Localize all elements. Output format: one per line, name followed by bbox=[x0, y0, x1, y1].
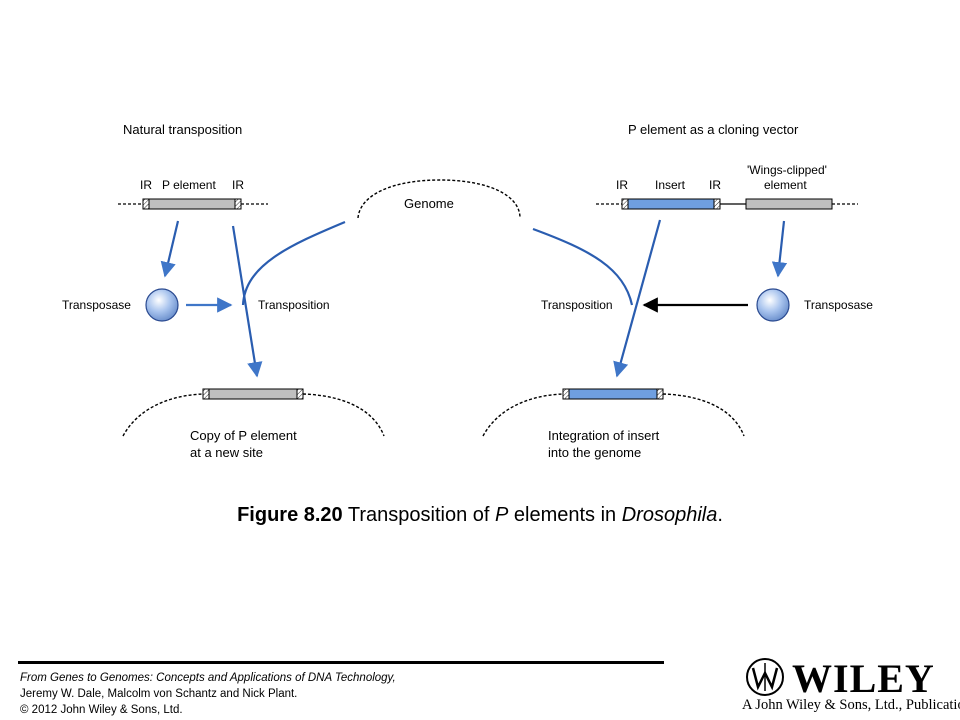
wiley-logo: WILEY A John Wiley & Sons, Ltd., Publica… bbox=[742, 655, 960, 717]
right-panel-title: P element as a cloning vector bbox=[628, 122, 799, 137]
right-result-line2: into the genome bbox=[548, 445, 641, 460]
caption-text-before: Transposition of bbox=[342, 504, 495, 526]
right-insert-label: Insert bbox=[655, 178, 686, 192]
integrated-insert bbox=[562, 388, 664, 400]
caption-text-middle: elements in bbox=[508, 504, 622, 526]
left-transposase-sphere bbox=[145, 288, 179, 322]
footer-rule bbox=[18, 661, 664, 664]
genome-label: Genome bbox=[404, 196, 454, 211]
right-transposase-label: Transposase bbox=[804, 298, 873, 312]
figure-number: Figure 8.20 bbox=[237, 504, 343, 526]
credits-line2: Jeremy W. Dale, Malcolm von Schantz and … bbox=[20, 688, 298, 700]
genome-arc bbox=[357, 179, 521, 219]
left-result-line2: at a new site bbox=[190, 445, 263, 460]
genome-right-branch bbox=[532, 227, 634, 306]
right-result-line1: Integration of insert bbox=[548, 428, 660, 443]
left-element-label: P element bbox=[162, 178, 216, 192]
left-ir-left-label: IR bbox=[140, 178, 152, 192]
credits-line1: From Genes to Genomes: Concepts and Appl… bbox=[20, 672, 396, 684]
caption-italic-organism: Drosophila bbox=[621, 504, 718, 526]
caption-text-end: . bbox=[717, 504, 723, 526]
genome-left-branch bbox=[241, 220, 346, 306]
left-ir-right-label: IR bbox=[232, 178, 244, 192]
clipped-label-line1: 'Wings-clipped' bbox=[747, 163, 827, 177]
caption-italic-p: P bbox=[495, 504, 509, 526]
wiley-tagline: A John Wiley & Sons, Ltd., Publication bbox=[742, 697, 960, 713]
p-element-source bbox=[118, 198, 268, 210]
figure-caption: Figure 8.20 Transposition of P elements … bbox=[0, 504, 960, 527]
right-ir-right-label: IR bbox=[709, 178, 721, 192]
right-transposition-arrow bbox=[613, 219, 662, 378]
left-transposition-label: Transposition bbox=[258, 298, 330, 312]
left-transposition-arrow bbox=[231, 225, 263, 378]
right-transposition-label: Transposition bbox=[541, 298, 613, 312]
right-target-genome-arc bbox=[482, 393, 745, 437]
credits-line3: © 2012 John Wiley & Sons, Ltd. bbox=[20, 704, 183, 716]
left-result-line1: Copy of P element bbox=[190, 428, 297, 443]
book-credits: From Genes to Genomes: Concepts and Appl… bbox=[20, 670, 396, 718]
left-target-genome-arc bbox=[122, 393, 385, 437]
right-transposase-sphere bbox=[756, 288, 790, 322]
vector-construct bbox=[596, 198, 858, 210]
wiley-wordmark: WILEY bbox=[792, 656, 935, 701]
p-element-copy bbox=[202, 388, 304, 400]
right-ir-left-label: IR bbox=[616, 178, 628, 192]
left-transposase-label: Transposase bbox=[62, 298, 131, 312]
right-expression-arrow bbox=[771, 220, 788, 278]
left-expression-arrow bbox=[160, 220, 180, 278]
clipped-label-line2: element bbox=[764, 178, 807, 192]
left-panel-title: Natural transposition bbox=[123, 122, 242, 137]
transposition-diagram: Natural transposition IR P element IR Tr… bbox=[62, 122, 873, 460]
wiley-emblem-icon bbox=[746, 658, 784, 696]
